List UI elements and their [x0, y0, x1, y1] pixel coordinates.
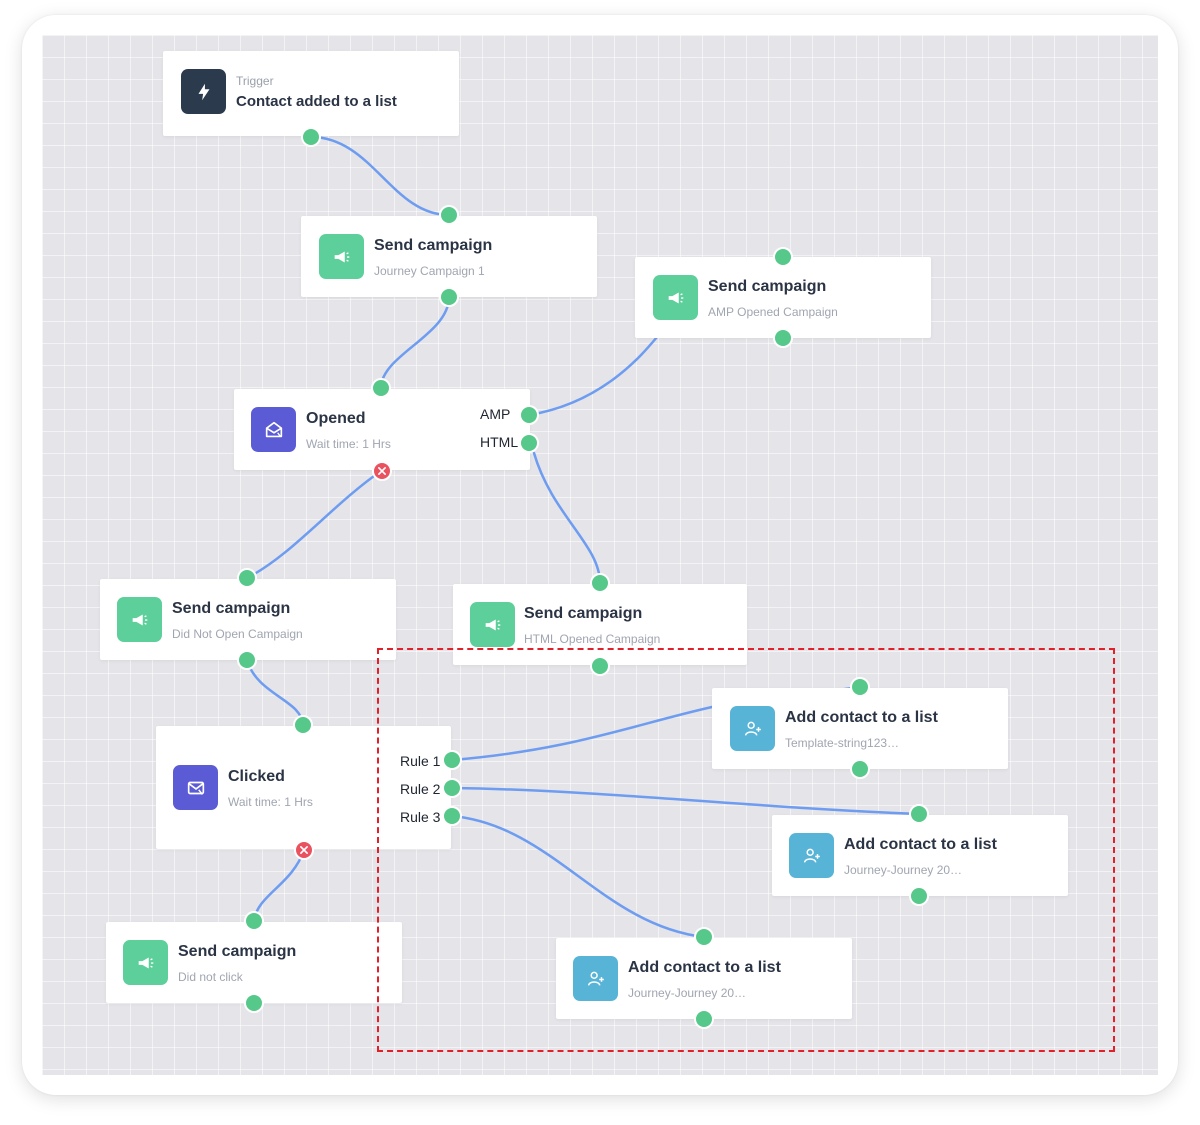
port-send1-in[interactable]	[439, 205, 459, 225]
port-send-no-click-in[interactable]	[244, 911, 264, 931]
add3-subtitle: Journey-Journey 20…	[628, 986, 747, 1000]
selection-box[interactable]	[377, 648, 1115, 1052]
edge-rule2-add2	[450, 786, 921, 816]
opened-title: Opened	[306, 410, 366, 427]
send-html-subtitle: HTML Opened Campaign	[524, 632, 661, 646]
port-label-rule-2: Rule 2	[400, 781, 441, 797]
edge-rule1-add1	[450, 685, 862, 762]
send1-title: Send campaign	[374, 237, 493, 254]
megaphone-icon	[319, 234, 364, 279]
add-contact-node-3[interactable]: Add contact to a list Journey-Journey 20…	[556, 938, 852, 1019]
port-opened-fail-icon[interactable]	[372, 461, 392, 481]
port-send-html-in[interactable]	[590, 573, 610, 593]
add1-subtitle: Template-string123…	[785, 736, 900, 750]
connection-edges	[245, 135, 921, 939]
add-contact-node-2[interactable]: Add contact to a list Journey-Journey 20…	[772, 815, 1068, 896]
mail-open-icon	[251, 407, 296, 452]
megaphone-icon	[123, 940, 168, 985]
edge-html-sendhtml	[532, 451, 602, 585]
edge-trigger-send1	[309, 135, 451, 217]
add1-title: Add contact to a list	[785, 709, 938, 726]
port-send-amp-out[interactable]	[773, 328, 793, 348]
port-send-not-open-out[interactable]	[237, 650, 257, 670]
send-campaign-node-amp[interactable]: Send campaign AMP Opened Campaign	[635, 257, 931, 338]
port-add1-in[interactable]	[850, 677, 870, 697]
send-campaign-node-1[interactable]: Send campaign Journey Campaign 1	[301, 216, 597, 297]
edge-send1-opened	[379, 295, 451, 390]
port-opened-in[interactable]	[371, 378, 391, 398]
clicked-subtitle: Wait time: 1 Hrs	[228, 795, 313, 809]
port-opened-amp[interactable]	[519, 405, 539, 425]
port-send-html-out[interactable]	[590, 656, 610, 676]
send-campaign-node-html[interactable]: Send campaign HTML Opened Campaign	[453, 584, 747, 665]
send-campaign-node-no-click[interactable]: Send campaign Did not click	[106, 922, 402, 1003]
port-label-rule-3: Rule 3	[400, 809, 441, 825]
opened-condition-node[interactable]: Opened Wait time: 1 Hrs AMP HTML	[234, 389, 530, 470]
add2-title: Add contact to a list	[844, 836, 997, 853]
port-clicked-rule-1[interactable]	[442, 750, 462, 770]
port-send-amp-in[interactable]	[773, 247, 793, 267]
trigger-label: Trigger	[236, 74, 274, 88]
edge-rule3-add3	[450, 814, 706, 939]
edge-notopen-clicked	[245, 658, 305, 727]
add3-title: Add contact to a list	[628, 959, 781, 976]
port-send1-out[interactable]	[439, 287, 459, 307]
port-add2-out[interactable]	[909, 886, 929, 906]
port-add1-out[interactable]	[850, 759, 870, 779]
port-label-html: HTML	[480, 434, 519, 450]
edge-opened-notopen	[245, 469, 383, 580]
add-user-icon	[730, 706, 775, 751]
port-send-not-open-in[interactable]	[237, 568, 257, 588]
port-label-rule-1: Rule 1	[400, 753, 441, 769]
port-clicked-in[interactable]	[293, 715, 313, 735]
edge-clicked-noclick	[252, 848, 306, 923]
send1-subtitle: Journey Campaign 1	[374, 264, 485, 278]
port-add2-in[interactable]	[909, 804, 929, 824]
trigger-title: Contact added to a list	[236, 93, 397, 110]
edge-amp-sendamp	[527, 335, 659, 417]
send-html-title: Send campaign	[524, 605, 643, 622]
port-opened-html[interactable]	[519, 433, 539, 453]
mail-click-icon	[173, 765, 218, 810]
port-clicked-fail-icon[interactable]	[294, 840, 314, 860]
send-amp-subtitle: AMP Opened Campaign	[708, 305, 838, 319]
megaphone-icon	[117, 597, 162, 642]
add-user-icon	[789, 833, 834, 878]
add-user-icon	[573, 956, 618, 1001]
megaphone-icon	[470, 602, 515, 647]
port-clicked-rule-2[interactable]	[442, 778, 462, 798]
megaphone-icon	[653, 275, 698, 320]
send-amp-title: Send campaign	[708, 278, 827, 295]
send-campaign-node-not-open[interactable]: Send campaign Did Not Open Campaign	[100, 579, 396, 660]
port-trigger-out[interactable]	[301, 127, 321, 147]
clicked-title: Clicked	[228, 768, 285, 785]
send-not-open-title: Send campaign	[172, 600, 291, 617]
lightning-icon	[181, 69, 226, 114]
send-no-click-subtitle: Did not click	[178, 970, 243, 984]
add2-subtitle: Journey-Journey 20…	[844, 863, 963, 877]
port-clicked-rule-3[interactable]	[442, 806, 462, 826]
journey-canvas[interactable]: Trigger Contact added to a list Send cam…	[42, 35, 1158, 1075]
port-add3-out[interactable]	[694, 1009, 714, 1029]
send-no-click-title: Send campaign	[178, 943, 297, 960]
clicked-condition-node[interactable]: Clicked Wait time: 1 Hrs Rule 1 Rule 2 R…	[156, 726, 451, 849]
send-not-open-subtitle: Did Not Open Campaign	[172, 627, 303, 641]
trigger-node[interactable]: Trigger Contact added to a list	[163, 51, 459, 136]
add-contact-node-1[interactable]: Add contact to a list Template-string123…	[712, 688, 1008, 769]
opened-subtitle: Wait time: 1 Hrs	[306, 437, 391, 451]
port-send-no-click-out[interactable]	[244, 993, 264, 1013]
port-label-amp: AMP	[480, 406, 511, 422]
port-add3-in[interactable]	[694, 927, 714, 947]
